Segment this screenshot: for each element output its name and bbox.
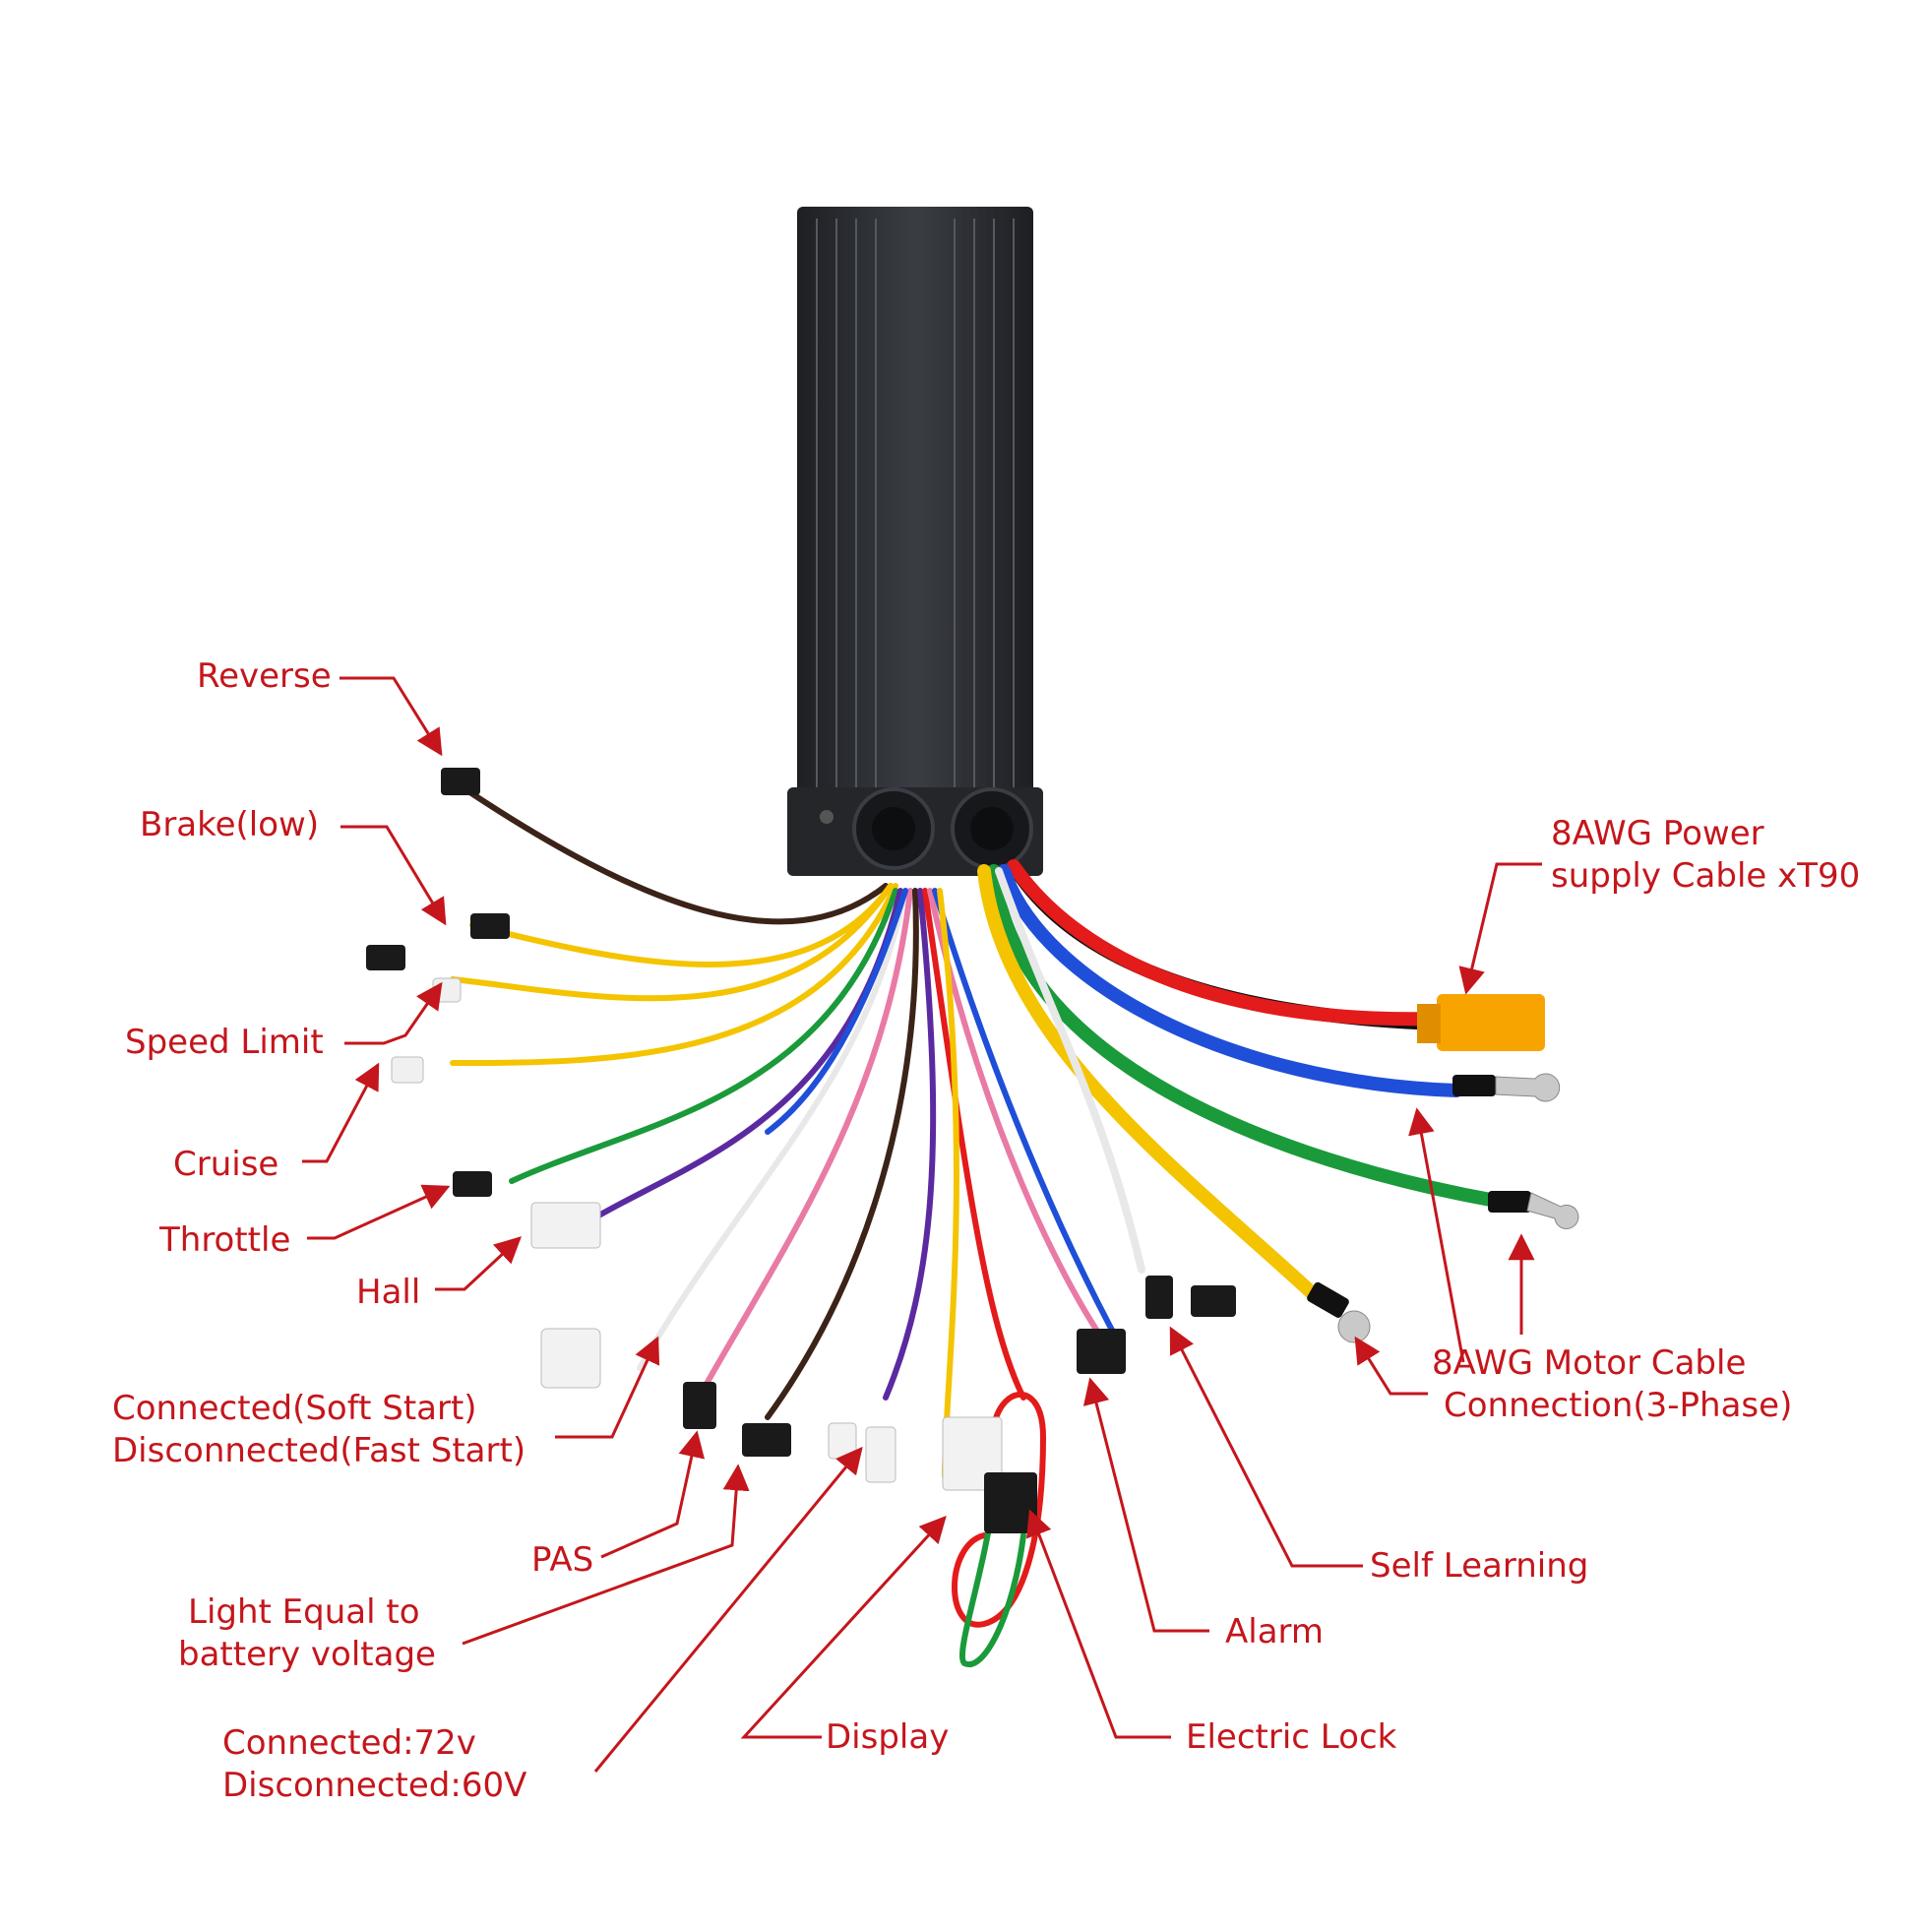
cruise-connector [391,1056,424,1084]
label-speed-limit: Speed Limit [125,1023,324,1062]
label-power-cable: 8AWG Power supply Cable xT90 [1551,813,1860,897]
label-light-line2: battery voltage [178,1634,436,1674]
leader-lines [302,676,1542,1773]
brake-connector [470,913,510,939]
label-alarm: Alarm [1225,1612,1325,1652]
label-motor-cable: 8AWG Motor Cable Connection(3-Phase) [1432,1342,1792,1426]
display-connector [942,1416,1003,1491]
label-reverse: Reverse [197,656,332,696]
phase-ring-terminals [1307,1073,1579,1343]
label-soft-start-line2: Disconnected(Fast Start) [112,1430,526,1470]
reverse-connector [441,768,480,795]
label-voltage-line2: Disconnected:60V [222,1765,527,1805]
wire-harness [450,784,1503,1668]
label-voltage: Connected:72v Disconnected:60V [222,1722,526,1806]
electric-lock-connector [984,1472,1037,1533]
light-connector [742,1423,791,1457]
xt90-connector [1417,994,1545,1051]
label-motor-cable-line2: Connection(3-Phase) [1444,1385,1793,1425]
controller-housing [787,207,1043,876]
label-soft-start-line1: Connected(Soft Start) [112,1389,477,1428]
pas-connector [683,1382,716,1429]
label-hall: Hall [356,1273,421,1312]
label-voltage-line1: Connected:72v [222,1723,476,1763]
label-brake-low: Brake(low) [140,805,320,844]
label-cruise: Cruise [173,1145,279,1184]
label-soft-start: Connected(Soft Start) Disconnected(Fast … [112,1388,525,1471]
label-power-cable-line1: 8AWG Power [1551,814,1764,853]
label-power-cable-line2: supply Cable xT90 [1551,855,1861,896]
label-pas: PAS [531,1540,594,1580]
label-electric-lock: Electric Lock [1186,1717,1397,1757]
throttle-connector [453,1171,492,1197]
label-throttle: Throttle [159,1220,291,1260]
hall-connector [530,1202,601,1249]
label-self-learning: Self Learning [1370,1546,1589,1586]
voltage-connector [828,1422,857,1460]
label-light-line1: Light Equal to [188,1592,420,1632]
alarm-connector [1077,1329,1126,1374]
label-light: Light Equal to battery voltage [178,1591,436,1675]
soft-start-connector [540,1328,601,1389]
connectors [366,768,1579,1533]
self-learning-connector [1145,1276,1173,1319]
label-motor-cable-line1: 8AWG Motor Cable [1432,1343,1747,1383]
label-display: Display [826,1717,950,1757]
